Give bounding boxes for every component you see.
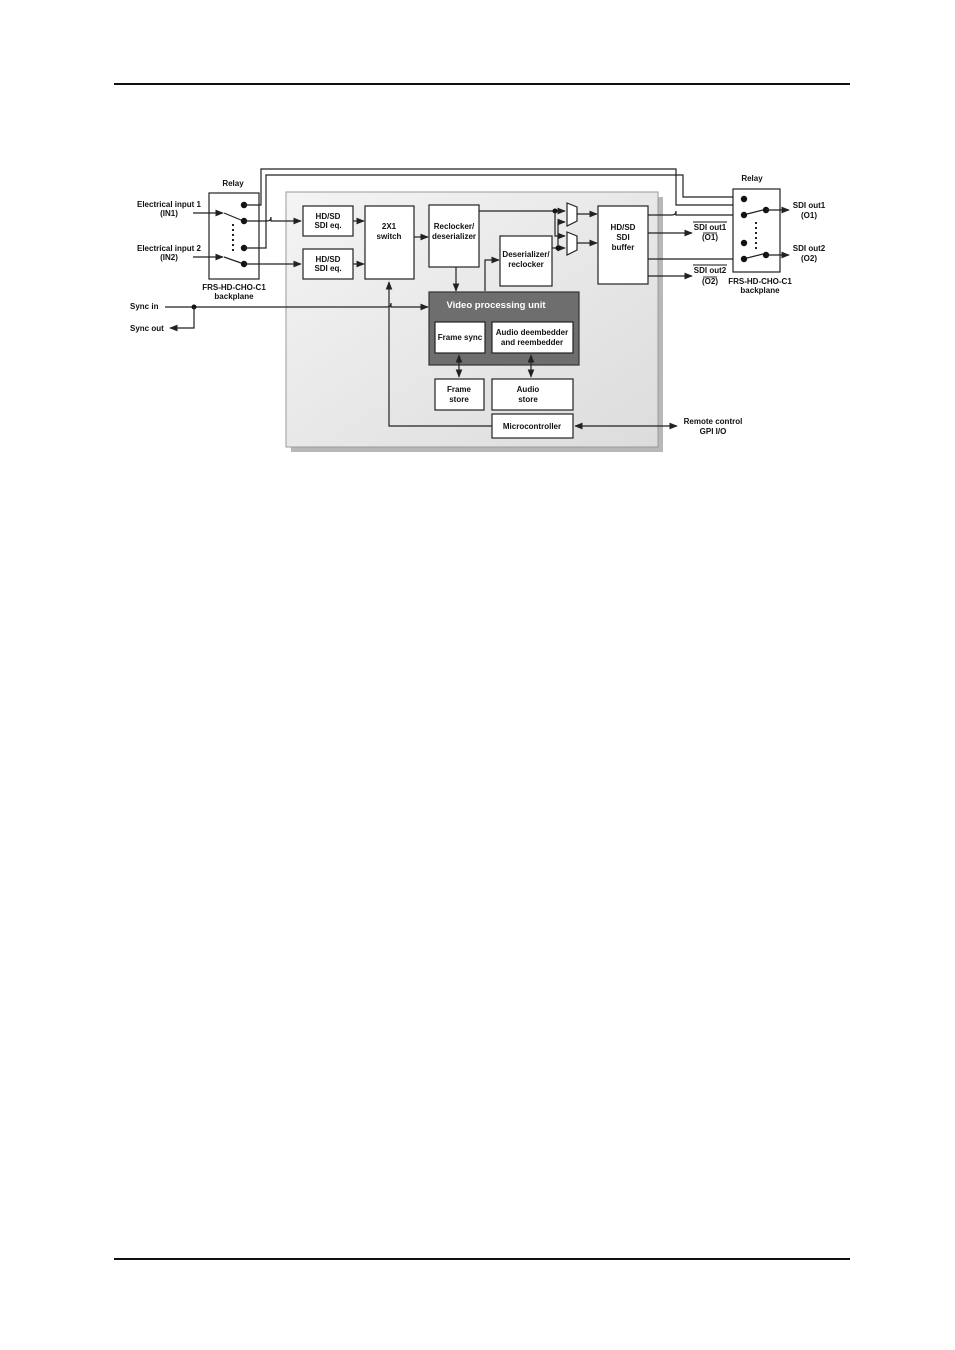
bypass-line-1 xyxy=(244,168,744,206)
frame-sync-box xyxy=(434,321,486,354)
mux-cross-line xyxy=(554,211,566,240)
audio-store-label-1: Audio xyxy=(517,385,540,394)
sdi-out2-inv-label: SDI out2 xyxy=(694,266,727,275)
reclocker-box xyxy=(428,204,480,268)
input1-code: (IN1) xyxy=(160,209,178,218)
buffer-out1-line xyxy=(648,210,743,219)
eq2-label-2: SDI eq. xyxy=(314,264,341,273)
frame-sync-label: Frame sync xyxy=(438,333,483,342)
input2-label: Electrical input 2 xyxy=(137,244,202,253)
microcontroller-label: Microcontroller xyxy=(503,422,561,431)
bypass-line-2 xyxy=(244,174,756,249)
sync-out-line xyxy=(169,307,195,332)
audio-store-label-2: store xyxy=(518,395,538,404)
microcontroller-box xyxy=(491,413,574,439)
switch-label-1: 2X1 xyxy=(382,222,397,231)
input1-label: Electrical input 1 xyxy=(137,200,202,209)
buffer-label-1: HD/SD xyxy=(611,223,636,232)
backplane-right-label-2: backplane xyxy=(740,286,780,295)
deserializer-label-1: Deserializer/ xyxy=(502,250,550,259)
frame-store-label-2: store xyxy=(449,395,469,404)
backplane-right-label-1: FRS-HD-CHO-C1 xyxy=(728,277,792,286)
sync-in-label: Sync in xyxy=(130,302,159,311)
sdi-out2-code: (O2) xyxy=(801,254,817,263)
frame-store-label-1: Frame xyxy=(447,385,472,394)
audio-embedder-label-2: and reembedder xyxy=(501,338,563,347)
relay-to-eq1-line xyxy=(244,216,302,225)
input2-code: (IN2) xyxy=(160,253,178,262)
audio-store-box xyxy=(491,378,574,411)
eq1-box xyxy=(302,205,354,237)
vpu-label: Video processing unit xyxy=(446,300,546,311)
header-rule xyxy=(114,83,850,85)
deserializer-label-2: reclocker xyxy=(508,260,544,269)
switch-box xyxy=(364,205,415,280)
footer-rule xyxy=(114,1258,850,1260)
buffer-label-3: buffer xyxy=(612,243,635,252)
remote-label-2: GPI I/O xyxy=(700,427,727,436)
eq1-label-2: SDI eq. xyxy=(314,221,341,230)
mux-2 xyxy=(566,231,578,256)
eq2-box xyxy=(302,248,354,280)
sdi-out1-inv-label: SDI out1 xyxy=(694,223,727,232)
sdi-out1-code: (O1) xyxy=(801,211,817,220)
eq2-label-1: HD/SD xyxy=(316,255,341,264)
mux-1 xyxy=(566,202,578,227)
sync-in-line xyxy=(165,302,429,311)
o2-inv-label: (O2) xyxy=(702,277,718,286)
o1-inv-label: (O1) xyxy=(702,233,718,242)
audio-embedder-label-1: Audio deembedder xyxy=(496,328,568,337)
eq1-label-1: HD/SD xyxy=(316,212,341,221)
reclocker-label-1: Reclocker/ xyxy=(434,222,475,231)
buffer-label-2: SDI xyxy=(616,233,629,242)
sdi-out1-label: SDI out1 xyxy=(793,201,826,210)
deserializer-box xyxy=(499,235,553,287)
relay-right-label: Relay xyxy=(741,174,763,183)
backplane-left-label-1: FRS-HD-CHO-C1 xyxy=(202,283,266,292)
buffer-box xyxy=(597,205,649,285)
reclocker-label-2: deserializer xyxy=(432,232,476,241)
remote-label-1: Remote control xyxy=(684,417,743,426)
relay-right-box xyxy=(732,188,781,273)
frame-store-box xyxy=(434,378,485,411)
sync-out-label: Sync out xyxy=(130,324,164,333)
mux-cross-line-2 xyxy=(557,218,566,248)
sdi-out2-label: SDI out2 xyxy=(793,244,826,253)
audio-embedder-box xyxy=(491,321,574,354)
switch-label-2: switch xyxy=(377,232,402,241)
vpu-to-deserializer xyxy=(484,256,500,291)
backplane-left-label-2: backplane xyxy=(214,292,254,301)
micro-to-switch-line xyxy=(385,281,492,427)
relay-left-label: Relay xyxy=(222,179,244,188)
